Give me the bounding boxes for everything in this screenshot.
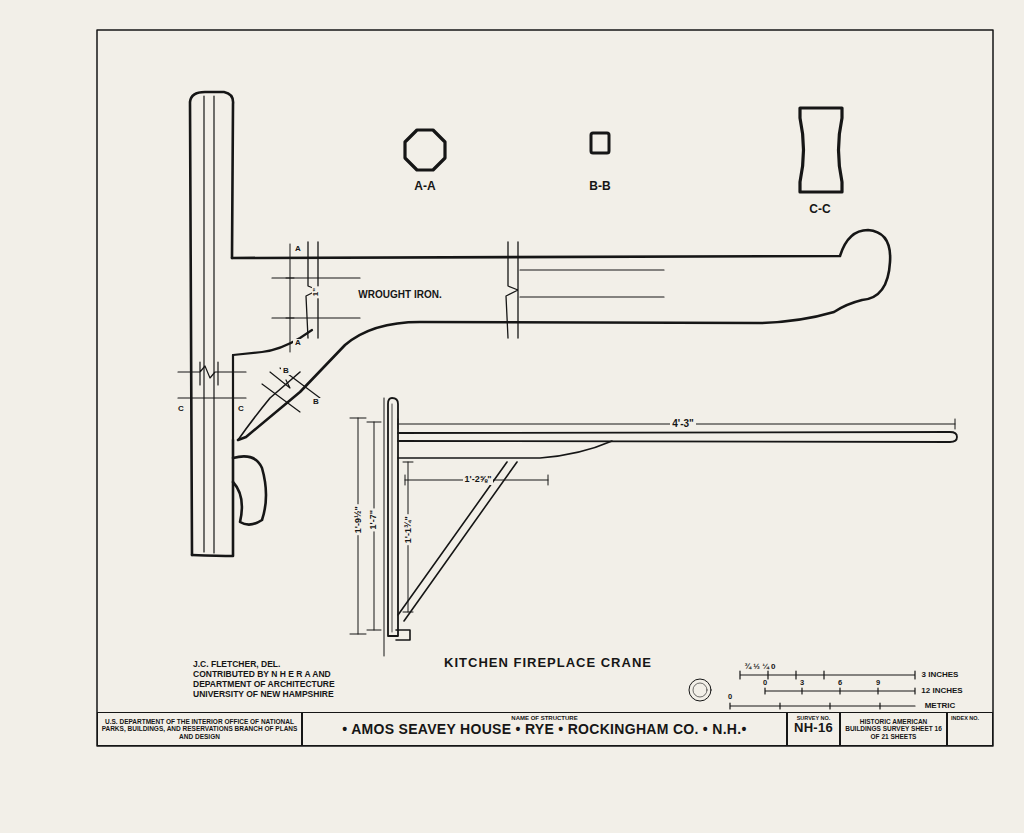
material-note: WROUGHT IRON. [358,290,441,301]
credit-line: CONTRIBUTED BY N H E R A AND [193,670,331,679]
dimension: 1'-1¾" [403,515,412,546]
title-block-cell: SURVEY NO.NH-16 [787,712,840,746]
scale-label: ¾ ½ ¼ 0 [744,663,775,671]
scale-label: 0 [728,693,732,701]
credit-line: UNIVERSITY OF NEW HAMPSHIRE [193,690,334,699]
scale-label: 3 [800,679,804,687]
title-block-cell: INDEX NO. [947,712,993,746]
title-block-cell: NAME OF STRUCTURE• AMOS SEAVEY HOUSE • R… [302,712,787,746]
cell-text: U.S. DEPARTMENT OF THE INTERIOR OFFICE O… [101,718,298,739]
section-mark: A [293,245,303,253]
cell-text: • AMOS SEAVEY HOUSE • RYE • ROCKINGHAM C… [342,722,746,737]
scale-label: METRIC [925,702,956,710]
dimension: 1'-2⅝" [463,475,494,484]
title-block-cell: HISTORIC AMERICAN BUILDINGS SURVEY SHEET… [840,712,947,746]
section-label: B-B [589,180,610,193]
credit-line: DEPARTMENT OF ARCHITECTURE [193,680,335,689]
dimension: 4'-3" [670,419,696,430]
section-mark: C [176,405,186,413]
cell-text: NH-16 [794,721,833,735]
section-mark: B [311,398,321,406]
scale-label: 12 INCHES [921,687,962,695]
cell-text: INDEX NO. [951,715,979,721]
scale-label: 3 INCHES [922,671,959,679]
title-block-cell: U.S. DEPARTMENT OF THE INTERIOR OFFICE O… [97,712,302,746]
scale-label: 9 [876,679,880,687]
cell-heading: NAME OF STRUCTURE [511,715,577,722]
section-mark: B [281,367,291,375]
section-label: A-A [414,180,435,193]
scale-label: 6 [838,679,842,687]
cell-text: HISTORIC AMERICAN BUILDINGS SURVEY SHEET… [844,718,943,739]
section-mark: C [236,405,246,413]
dimension: 1'-9½" [353,505,362,536]
section-mark: A [293,339,303,347]
scale-label: 0 [763,679,767,687]
drawing-title: KITCHEN FIREPLACE CRANE [444,655,652,670]
section-label: C-C [809,203,830,216]
dimension: 1'-7" [369,508,378,531]
dimension: 1" [312,286,320,298]
credit-line: J.C. FLETCHER, DEL. [193,660,280,669]
